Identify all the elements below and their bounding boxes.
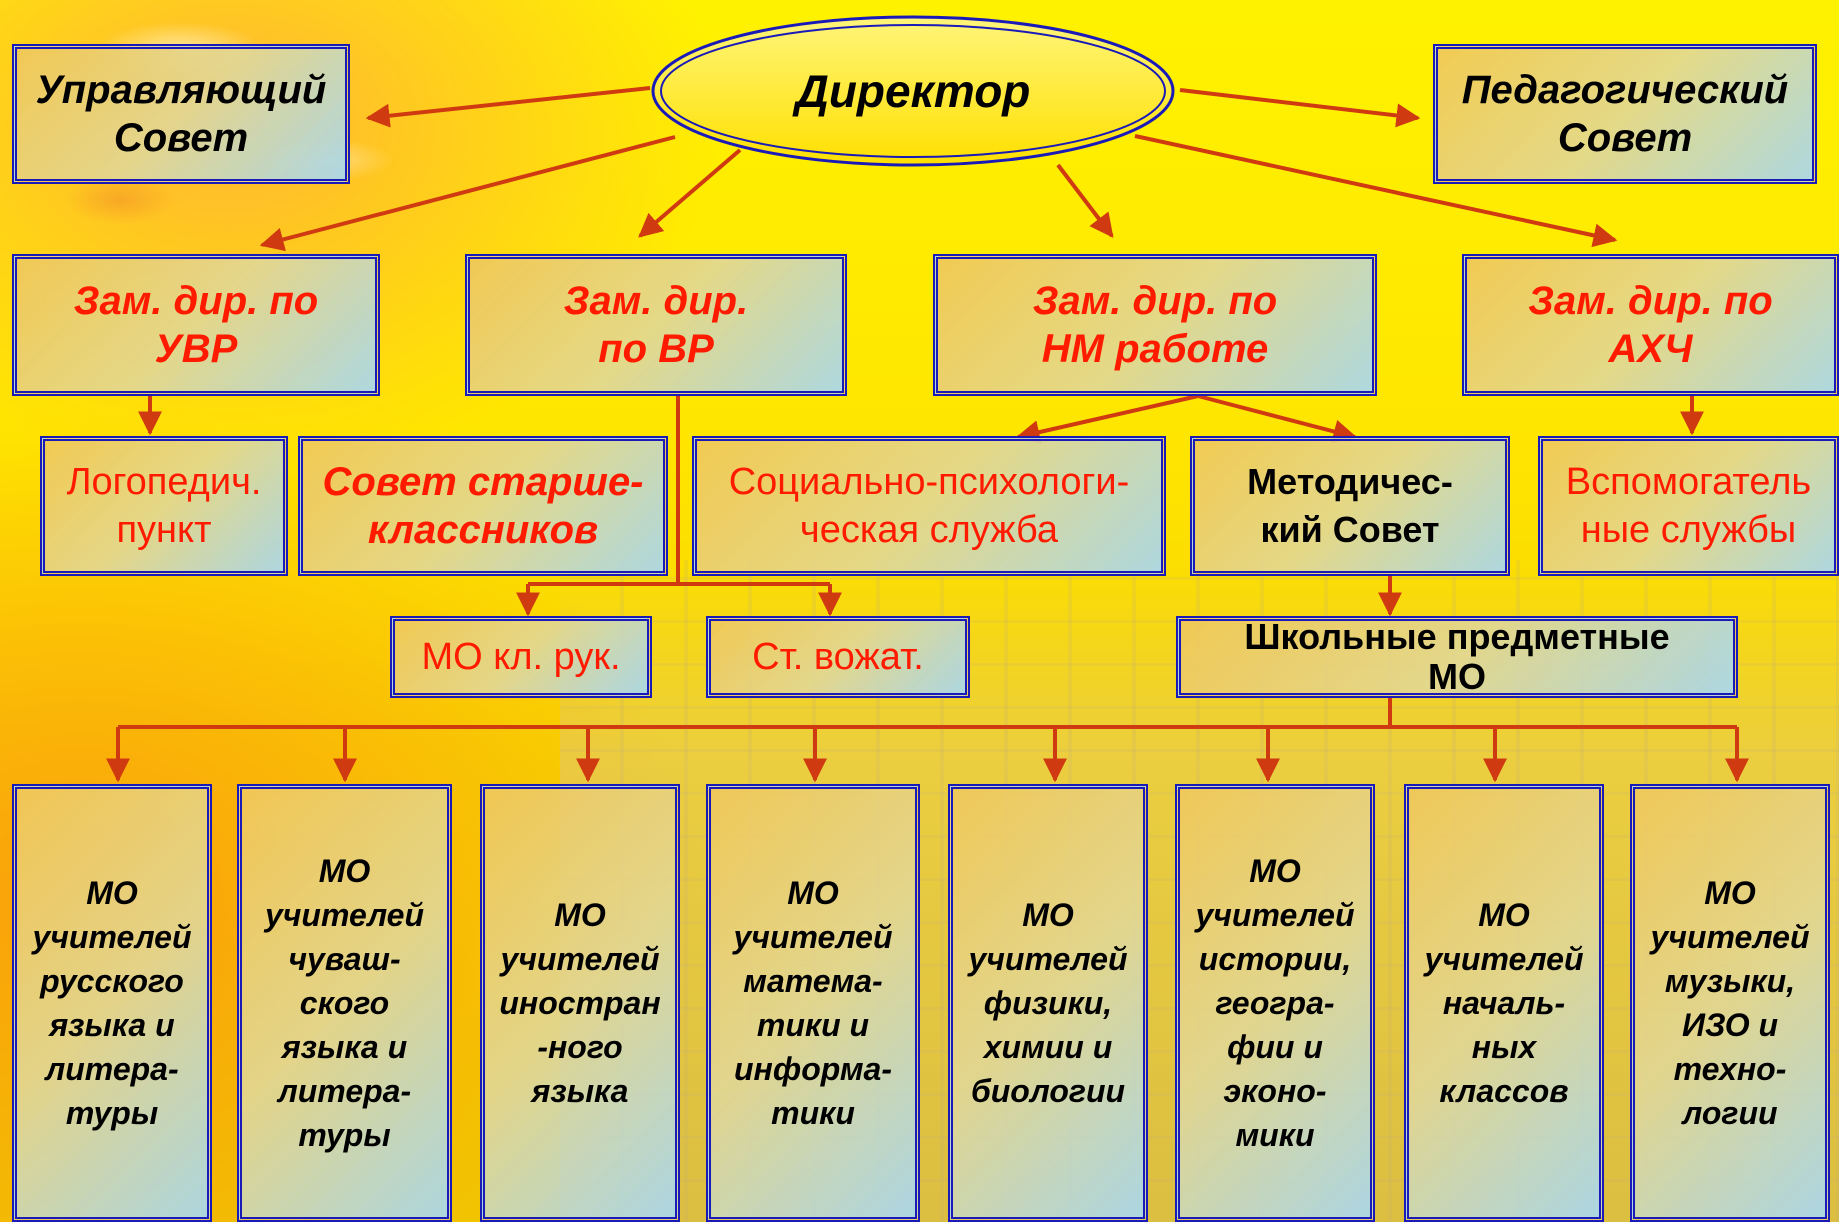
director-node: Директор [648,12,1178,170]
pedagogical-council-box: Педагогический Совет [1433,44,1817,184]
deputy-uvr-box: Зам. дир. по УВР [12,254,380,396]
mo-group-label-2: МО учителей чуваш- ского языка и литера-… [264,853,425,1153]
deputy-vr-box: Зам. дир. по ВР [465,254,847,396]
mo-group-box-4: МО учителей матема- тики и информа- тики [706,784,920,1222]
arrow-nm-methodical [1197,394,1358,444]
arrow-nm-social [1015,394,1199,444]
director-label: Директор [795,65,1031,117]
mo-group-box-3: МО учителей иностран -ного языка [480,784,680,1222]
mo-group-box-1: МО учителей русского языка и литера- тур… [12,784,212,1222]
arrow-director-uvr [259,135,676,252]
mo-class-teachers-box: МО кл. рук. [390,616,652,698]
arrow-director-vr [638,148,742,238]
mo-group-label-5: МО учителей физики, химии и биологии [968,897,1128,1109]
arrow-director-ahch [1134,134,1618,248]
mo-group-box-2: МО учителей чуваш- ского языка и литера-… [237,784,452,1222]
social-psych-box: Социально-психологи- ческая служба [692,436,1166,576]
school-subject-mo-box: Школьные предметные МО [1176,616,1738,698]
senior-council-label: Совет старше- классников [322,460,644,552]
mo-group-label-7: МО учителей началь- ных классов [1424,897,1584,1109]
deputy-vr-label: Зам. дир. по ВР [563,279,749,371]
social-psych-label: Социально-психологи- ческая служба [728,461,1130,551]
mo-group-box-8: МО учителей музыки, ИЗО и техно- логии [1630,784,1830,1222]
auxiliary-label: Вспомогатель ные службы [1565,461,1812,551]
arrow-director-governing [365,86,651,128]
mo-group-box-7: МО учителей началь- ных классов [1404,784,1604,1222]
mo-group-label-8: МО учителей музыки, ИЗО и техно- логии [1650,875,1810,1131]
deputy-ahch-box: Зам. дир. по АХЧ [1462,254,1839,396]
senior-council-box: Совет старше- классников [298,436,668,576]
deputy-uvr-label: Зам. дир. по УВР [73,279,319,371]
deputy-nm-label: Зам. дир. по НМ работе [1032,279,1278,371]
governing-council-label: Управляющий Совет [35,68,327,160]
auxiliary-box: Вспомогатель ные службы [1538,436,1839,576]
methodical-council-box: Методичес- кий Совет [1190,436,1510,576]
mo-class-teachers-label: МО кл. рук. [421,636,621,678]
mo-group-label-4: МО учителей матема- тики и информа- тики [733,875,893,1131]
mo-group-label-1: МО учителей русского языка и литера- тур… [32,875,192,1131]
arrow-director-nm [1056,163,1114,238]
senior-counselor-label: Ст. вожат. [752,636,924,678]
pedagogical-council-label: Педагогический Совет [1461,68,1789,160]
deputy-nm-box: Зам. дир. по НМ работе [933,254,1377,396]
governing-council-box: Управляющий Совет [12,44,350,184]
arrow-director-pedagogical [1179,88,1421,128]
school-subject-mo-label: Школьные предметные МО [1244,616,1670,697]
speech-therapy-label: Логопедич. пункт [66,461,262,551]
deputy-ahch-label: Зам. дир. по АХЧ [1528,279,1773,371]
mo-group-label-3: МО учителей иностран -ного языка [499,897,661,1109]
methodical-council-label: Методичес- кий Совет [1247,461,1453,550]
senior-counselor-box: Ст. вожат. [706,616,970,698]
speech-therapy-box: Логопедич. пункт [40,436,288,576]
mo-group-box-6: МО учителей истории, геогра- фии и эконо… [1175,784,1375,1222]
mo-group-box-5: МО учителей физики, химии и биологии [948,784,1148,1222]
mo-group-label-6: МО учителей истории, геогра- фии и эконо… [1195,853,1355,1153]
